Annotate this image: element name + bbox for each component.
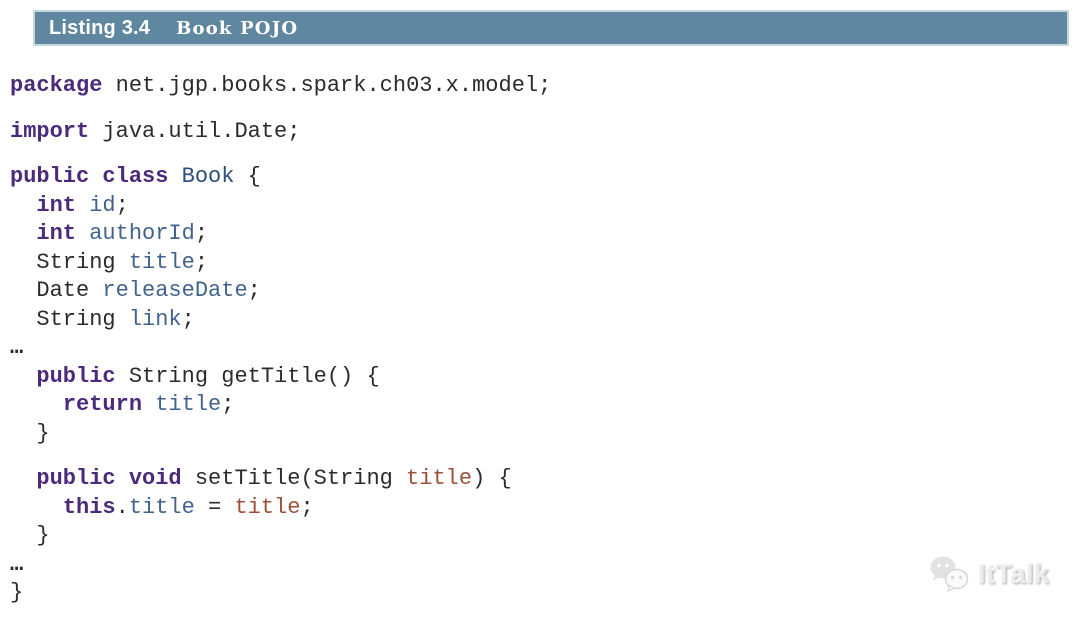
code-line [10, 448, 1070, 465]
code-line: Date releaseDate; [10, 278, 261, 303]
listing-number-label: Listing 3.4 [49, 16, 151, 39]
code-line: int id; [36, 192, 129, 218]
code-line [10, 146, 1070, 163]
code-line: String title; [10, 249, 209, 275]
code-line: } [10, 580, 24, 605]
watermark: ItTalk [928, 554, 1050, 594]
code-line: package net.jgp.books.spark.ch03.x.model… [10, 73, 552, 98]
listing-title: Book POJO [176, 17, 299, 39]
code-listing: package net.jgp.books.spark.ch03.x.model… [10, 72, 1070, 608]
code-line: int authorId; [36, 221, 209, 246]
code-line: return title; [62, 392, 235, 417]
code-line: this.title = title; [62, 494, 314, 520]
code-line: public class Book { [10, 164, 261, 189]
code-line: } [10, 523, 50, 548]
wechat-icon [930, 556, 969, 593]
code-line: String link; [10, 306, 195, 332]
code-line [10, 101, 1070, 118]
watermark-text: ItTalk [978, 558, 1050, 589]
code-line: … [10, 551, 24, 577]
listing-header-bar: Listing 3.4 Book POJO [33, 10, 1069, 46]
code-line: public String getTitle() { [36, 363, 380, 389]
code-line: public void setTitle(String title) { [36, 466, 512, 491]
code-line: import java.util.Date; [10, 118, 301, 144]
code-line: } [10, 420, 50, 446]
code-line: … [10, 335, 24, 360]
